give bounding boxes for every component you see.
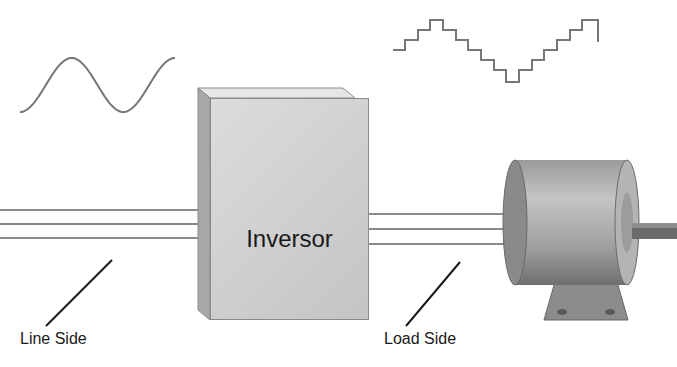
box-side: [198, 88, 210, 320]
leader-line: [406, 262, 460, 326]
leader-line: [46, 260, 112, 326]
load-wires: [355, 214, 512, 244]
stepped-wave: [393, 20, 598, 82]
side-label: Line Side: [20, 330, 87, 348]
box-label: Inversor: [211, 225, 368, 253]
inverter-box: Inversor: [210, 98, 369, 320]
motor: [503, 160, 677, 320]
line-wires: [0, 210, 200, 238]
sine-wave: [20, 58, 175, 112]
side-label: Load Side: [384, 330, 456, 348]
box-top: [198, 88, 355, 98]
